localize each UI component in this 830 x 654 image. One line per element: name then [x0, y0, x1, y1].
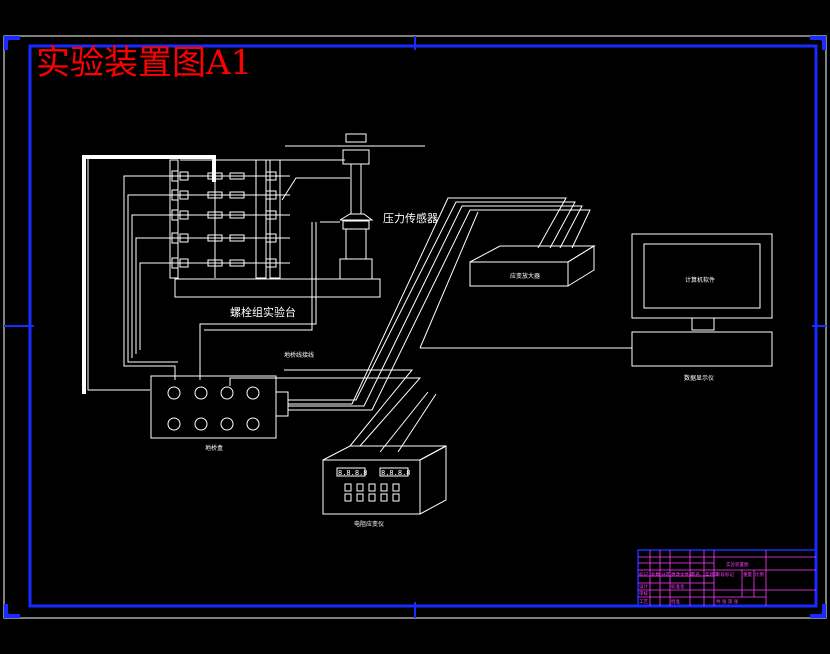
title-block-row-header-5: 签名 — [691, 571, 700, 578]
junction-box — [150, 375, 289, 439]
computer — [631, 233, 773, 367]
title-block-row-header-3: 分区 — [661, 571, 670, 578]
strain-amplifier — [469, 245, 596, 287]
title-block-row-header-1: 标记 — [639, 571, 648, 578]
pressure-sensor-label: 压力传感器 — [383, 212, 438, 225]
title-block — [637, 549, 817, 607]
bolt-test-bench — [82, 133, 425, 394]
drawing-title: 实验装置图A1 — [36, 43, 252, 83]
title-block-stage: 阶段标记 — [716, 571, 734, 578]
title-block-sheets: 共 张 第 张 — [716, 598, 739, 605]
drawing-frame — [28, 44, 818, 608]
strain-meter-label: 电阻应变仪 — [354, 520, 384, 528]
title-block-scale: 比例 — [755, 571, 764, 578]
title-block-standard: 标准化 — [671, 583, 685, 590]
title-block-row-header-2: 处数 — [651, 571, 660, 578]
computer-software-label: 计算机软件 — [685, 276, 715, 284]
bolt-row-1 — [160, 170, 290, 182]
bolt-row-4 — [160, 232, 290, 244]
bolt-row-5 — [160, 257, 290, 269]
title-block-review: 审核 — [639, 590, 648, 597]
title-block-approve: 批准 — [671, 598, 680, 605]
outer-border — [3, 35, 827, 619]
signal-line-label: 地桥线接线 — [284, 351, 314, 359]
corner-marks — [4, 36, 826, 618]
bolt-lead-wires — [87, 157, 340, 391]
title-block-drawing-name: 实验装置图 — [726, 561, 749, 568]
title-block-design: 设计 — [639, 583, 648, 590]
strain-meter — [322, 445, 447, 515]
strain-meter-display-left: 8.8.8.8 — [338, 469, 368, 477]
signal-cables — [229, 197, 632, 453]
strain-amplifier-label: 应变放大器 — [510, 272, 540, 280]
title-block-row-header-6: 年月日 — [705, 571, 719, 578]
strain-meter-display-right: 8.8.8.8 — [381, 469, 411, 477]
bolt-row-3 — [160, 209, 290, 221]
bolt-row-2 — [160, 189, 290, 201]
bolt-test-bench-label: 螺栓组实验台 — [230, 305, 296, 319]
title-block-process: 工艺 — [639, 599, 648, 605]
title-block-weight: 重量 — [743, 571, 752, 578]
data-display-label: 数据显示仪 — [684, 374, 714, 382]
title-block-row-header-4: 更改文件号 — [671, 571, 694, 578]
junction-box-label: 地桥盒 — [205, 444, 223, 452]
centering-ticks — [4, 36, 826, 618]
